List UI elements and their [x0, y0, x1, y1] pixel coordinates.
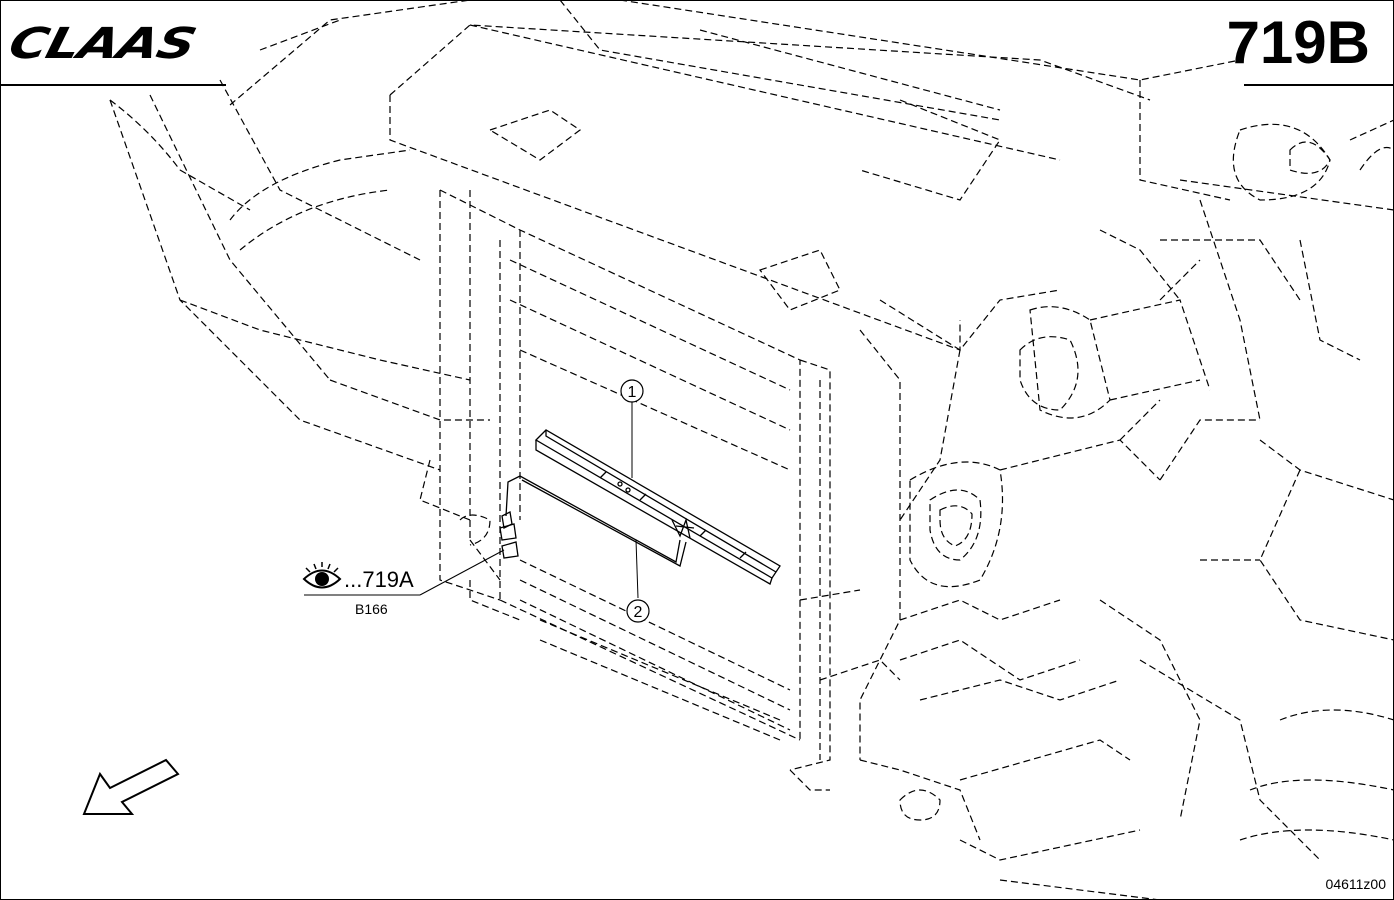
- callout-1-number: 1: [628, 384, 637, 401]
- callout-2-number: 2: [634, 604, 643, 621]
- reference-text: ...719A: [344, 567, 414, 592]
- callout-2-leader: [635, 539, 639, 599]
- header-rule-left: [0, 84, 226, 86]
- part-1-light-bar: [534, 429, 781, 585]
- machine-outline: [109, 0, 1394, 900]
- part-2-wiring-harness: [499, 475, 687, 567]
- header-rule-right: [1244, 84, 1394, 86]
- callout-2: 2: [626, 599, 650, 623]
- eye-icon: [302, 562, 342, 589]
- callout-1: 1: [620, 379, 644, 403]
- sensor-label: B166: [355, 601, 388, 617]
- brand-logo-text: CLAAS: [3, 19, 201, 69]
- reference-leader: [419, 549, 505, 596]
- drawing-code: 04611z00: [1325, 876, 1386, 892]
- highlighted-parts: [499, 429, 781, 585]
- callout-leaders: [304, 402, 639, 599]
- claas-logo: CLAAS: [4, 14, 240, 74]
- direction-arrow-icon: [82, 758, 180, 815]
- page-number: 719B: [1226, 9, 1370, 76]
